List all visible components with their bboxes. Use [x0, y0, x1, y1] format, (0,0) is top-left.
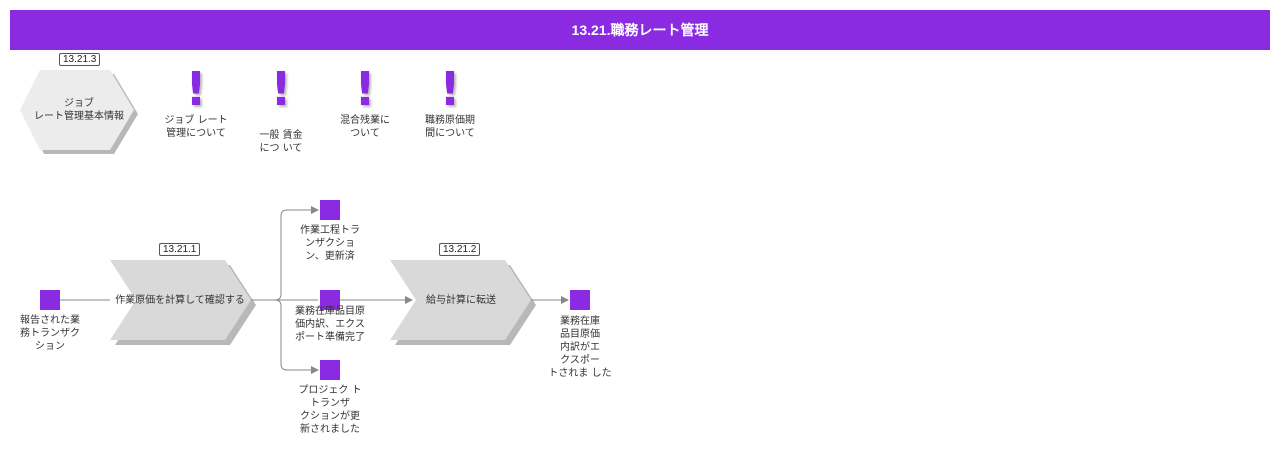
- output2-event-square[interactable]: [320, 290, 340, 310]
- info-hexagon-label: ジョブ レート管理基本情報: [34, 98, 124, 122]
- note-label-2: 一般 賃金 につ いて: [259, 130, 303, 154]
- start-event-label: 報告された業 務トランザク ション: [20, 315, 80, 352]
- step1-label: 作業原価を計算して確認する: [115, 294, 245, 306]
- end-event-label: 業務在庫 品目原価 内訳がエ クスポー トされま した: [548, 316, 612, 379]
- step2-chevron[interactable]: [390, 260, 531, 340]
- note-label-3: 混合残業に ついて: [340, 115, 390, 139]
- output1-event-square[interactable]: [320, 200, 340, 220]
- connector-step1-output3: [274, 299, 319, 374]
- start-event-square[interactable]: [40, 290, 60, 310]
- note-exclamation-icon-1[interactable]: !: [185, 62, 207, 116]
- note-exclamation-icon-3[interactable]: !: [354, 62, 376, 116]
- info-tag: 13.21.3: [59, 53, 101, 66]
- note-exclamation-icon-2[interactable]: !: [270, 62, 292, 116]
- info-hexagon[interactable]: [20, 70, 134, 150]
- output2-label: 業務在庫品目原 価内訳、エクス ポート準備完了: [295, 306, 365, 343]
- output1-label: 作業工程トラ ンザクショ ン、更新済: [300, 225, 360, 262]
- note-label-1: ジョブ レート 管理について: [164, 115, 228, 139]
- note-exclamation-icon-4[interactable]: !: [439, 62, 461, 116]
- step1-chevron[interactable]: [110, 260, 251, 340]
- step2-label: 給与計算に転送: [426, 294, 496, 306]
- end-event-square[interactable]: [570, 290, 590, 310]
- output3-label: プロジェク ト トランザ クションが更 新されました: [298, 385, 362, 435]
- step1-tag: 13.21.1: [159, 243, 201, 256]
- note-label-4: 職務原価期 間について: [425, 115, 475, 139]
- step2-tag: 13.21.2: [439, 243, 481, 256]
- diagram-title: 13.21.職務レート管理: [10, 10, 1270, 50]
- output3-event-square[interactable]: [320, 360, 340, 380]
